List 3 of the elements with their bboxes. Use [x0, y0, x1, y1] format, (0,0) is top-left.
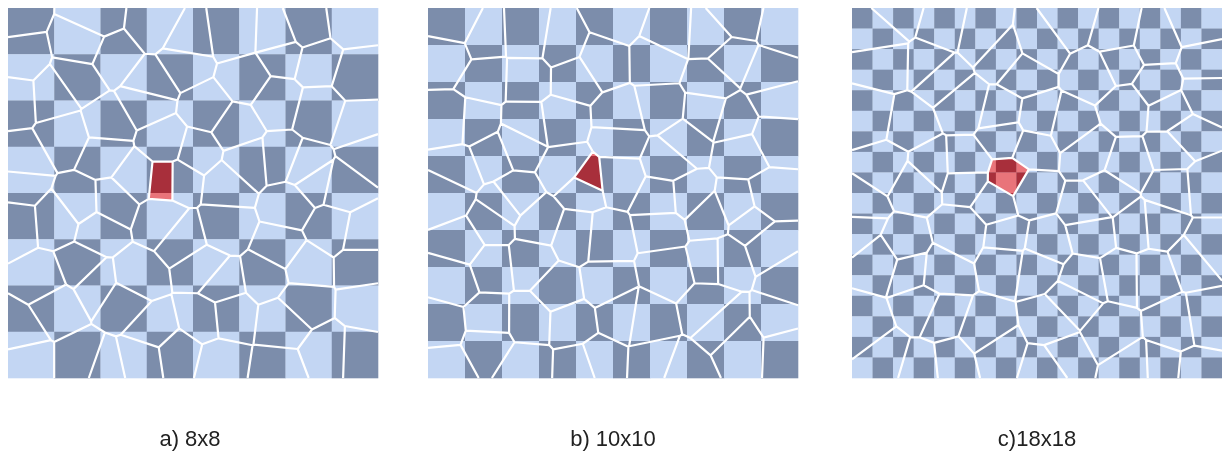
panel-caption: c)18x18	[996, 426, 1078, 452]
panel-caption: a) 8x8	[158, 426, 222, 452]
panel-caption: b) 10x10	[569, 426, 657, 452]
